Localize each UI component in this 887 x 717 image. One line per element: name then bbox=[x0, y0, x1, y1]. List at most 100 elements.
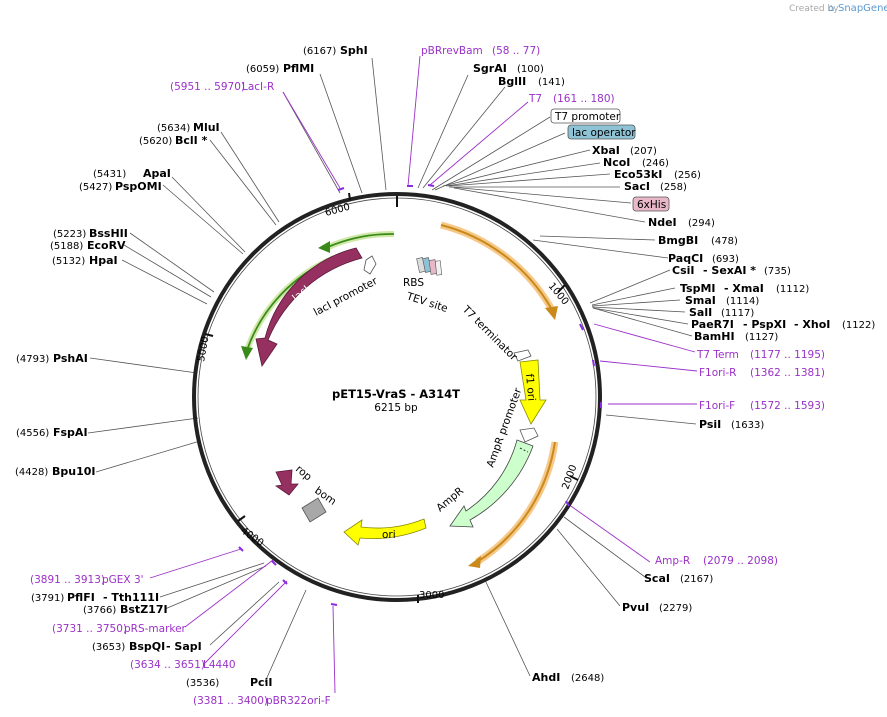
t7-terminator-label: T7 terminator bbox=[459, 303, 520, 364]
6xhis-box bbox=[632, 196, 670, 212]
site-pos: (4793) bbox=[16, 354, 49, 365]
site-name: AhdI bbox=[532, 671, 560, 684]
site-name: PciI bbox=[250, 676, 272, 689]
site-pos: (258) bbox=[660, 182, 687, 193]
site-pos: (1114) bbox=[726, 296, 759, 307]
t7-arc bbox=[440, 224, 552, 309]
site-name: - Tth111I bbox=[103, 591, 159, 604]
site-pos: (5223) bbox=[53, 229, 86, 240]
site-pos: (693) bbox=[712, 254, 739, 265]
laci-feature bbox=[255, 247, 363, 367]
site-name: XbaI bbox=[592, 144, 620, 157]
primer-name: pGEX 3' bbox=[102, 574, 144, 586]
primer-name: F1ori-R bbox=[699, 367, 736, 379]
t7-terminator-feature bbox=[513, 349, 532, 362]
site-name: - XmaI bbox=[724, 282, 764, 295]
tick-3000: 3000 bbox=[419, 590, 444, 601]
primer-name: L4440 bbox=[203, 659, 236, 671]
site-pos: (2167) bbox=[680, 574, 713, 585]
primer-range: (3731 .. 3750) bbox=[52, 623, 127, 635]
site-pos: (256) bbox=[674, 170, 701, 181]
site-name: PaqCI bbox=[668, 252, 703, 265]
backbone-circle bbox=[192, 192, 602, 602]
site-pos: (294) bbox=[688, 218, 715, 229]
credit-brand: SnapGene bbox=[838, 3, 887, 14]
site-pos: (2648) bbox=[571, 673, 604, 684]
primer-range: (2079 .. 2098) bbox=[703, 555, 778, 567]
site-pos: (5431) bbox=[93, 169, 126, 180]
primer-marks bbox=[238, 184, 602, 606]
site-name: PaeR7I bbox=[691, 318, 734, 331]
site-pos: (3536) bbox=[186, 678, 219, 689]
site-pos: (1122) bbox=[842, 320, 875, 331]
site-pos: (3653) bbox=[92, 642, 125, 653]
site-name: NdeI bbox=[648, 216, 677, 229]
ampr-promoter-feature bbox=[519, 427, 539, 443]
site-pos: (478) bbox=[711, 236, 738, 247]
leader-lines bbox=[87, 57, 697, 683]
site-name: Eco53kI bbox=[614, 168, 662, 181]
ampr-arc-head bbox=[468, 556, 481, 568]
site-name: SmaI bbox=[685, 294, 716, 307]
site-name: ScaI bbox=[644, 572, 670, 585]
tick-4000: 4000 bbox=[238, 525, 265, 549]
site-name: EcoRV bbox=[87, 239, 126, 252]
site-name: PvuI bbox=[622, 601, 649, 614]
site-name: - SexAI * bbox=[703, 264, 756, 277]
rop-feature bbox=[274, 469, 299, 496]
snapgene-icon: ⌂ bbox=[828, 3, 834, 14]
site-name: CsiI bbox=[672, 264, 694, 277]
site-name: SgrAI bbox=[473, 62, 507, 75]
site-name: HpaI bbox=[89, 254, 118, 267]
tick-marks bbox=[204, 192, 579, 603]
site-pos: (1112) bbox=[776, 284, 809, 295]
site-pos: (5132) bbox=[52, 256, 85, 267]
ampr-feature bbox=[449, 439, 534, 528]
site-pos: (2279) bbox=[659, 603, 692, 614]
site-name: BstZ17I bbox=[120, 603, 168, 616]
primer-range: (161 .. 180) bbox=[553, 93, 615, 105]
ori-label: ori bbox=[382, 529, 396, 541]
site-name: FspAI bbox=[53, 426, 88, 439]
site-name: ApaI bbox=[143, 167, 171, 180]
primer-range: (3891 .. 3913) bbox=[30, 574, 105, 586]
primer-name: F1ori-F bbox=[699, 400, 735, 412]
site-pos: (1127) bbox=[745, 332, 778, 343]
site-name: MluI bbox=[193, 121, 220, 134]
plasmid-name: pET15-VraS - A314T bbox=[332, 387, 460, 401]
site-name: BmgBI bbox=[658, 234, 698, 247]
t7-promoter-label: T7 promoter bbox=[554, 111, 621, 123]
site-pos: (246) bbox=[642, 158, 669, 169]
lac-operator-label: lac operator bbox=[572, 127, 636, 139]
site-name: PsiI bbox=[699, 418, 721, 431]
site-name: PflMI bbox=[283, 62, 314, 75]
primer-lines bbox=[149, 55, 698, 694]
site-name: BglII bbox=[498, 75, 526, 88]
site-pos: (6059) bbox=[246, 64, 279, 75]
site-name: SalI bbox=[689, 306, 712, 319]
site-pos: (5634) bbox=[157, 123, 190, 134]
site-name: Bpu10I bbox=[52, 465, 96, 478]
primer-range: (3634 .. 3651) bbox=[130, 659, 205, 671]
primer-name: pRS-marker bbox=[124, 623, 187, 635]
site-pos: (4556) bbox=[16, 428, 49, 439]
6xhis-label: 6xHis bbox=[637, 199, 666, 211]
site-pos: (1117) bbox=[721, 308, 754, 319]
site-pos: (1633) bbox=[731, 420, 764, 431]
primer-range: (1572 .. 1593) bbox=[750, 400, 825, 412]
site-pos: (5188) bbox=[50, 241, 83, 252]
plasmid-length: 6215 bp bbox=[374, 402, 418, 414]
t7-promoter-box bbox=[550, 108, 621, 124]
site-pos: (735) bbox=[764, 266, 791, 277]
rbs-label: RBS bbox=[403, 277, 424, 289]
site-name: PflFI bbox=[67, 591, 95, 604]
t7-arc-head bbox=[545, 306, 558, 320]
primer-name: Amp-R bbox=[655, 555, 690, 567]
site-name: BamHI bbox=[694, 330, 735, 343]
ampr-arc bbox=[476, 441, 556, 563]
tick-5000: 5000 bbox=[196, 336, 211, 363]
laci-promoter-label: lacI promoter bbox=[312, 275, 380, 319]
site-name: BspQI bbox=[129, 640, 165, 653]
site-pos: (207) bbox=[630, 146, 657, 157]
site-pos: (3766) bbox=[83, 605, 116, 616]
